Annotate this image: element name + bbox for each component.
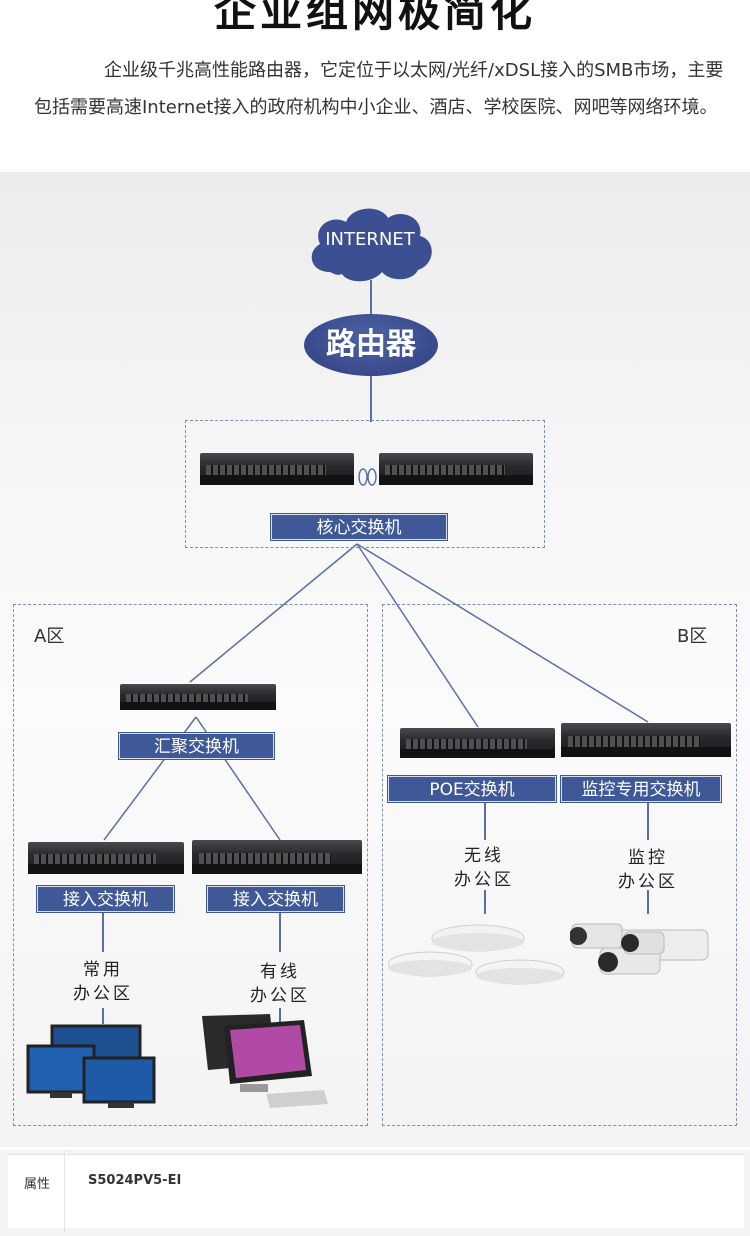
internet-cloud-icon bbox=[311, 208, 432, 282]
zone-a bbox=[13, 604, 368, 1126]
surveillance-camera-icon bbox=[570, 923, 709, 975]
monitor-office-caption: 监控 办公区 bbox=[618, 848, 678, 892]
desktop-monitors-icon bbox=[26, 1024, 156, 1108]
page-title: 企业组网极简化 bbox=[213, 0, 536, 36]
spec-table: 属性 S5024PV5-EI bbox=[0, 1150, 750, 1236]
wireless-ap-icon bbox=[388, 924, 565, 985]
core-switch-1-icon bbox=[200, 453, 354, 485]
intro-paragraph: 企业级千兆高性能路由器，它定位于以太网/光纤/xDSL接入的SMB市场，主要包括… bbox=[34, 60, 724, 118]
aggregation-switch-icon bbox=[120, 684, 276, 710]
zone-b-label: B区 bbox=[677, 626, 708, 647]
spec-row: 属性 S5024PV5-EI bbox=[8, 1154, 744, 1228]
poe-switch-icon bbox=[400, 728, 555, 758]
zone-b bbox=[382, 604, 737, 1126]
common-office-caption: 常用 办公区 bbox=[73, 960, 133, 1004]
network-diagram: INTERNET 路由器 核心交换机 A区 B区 汇聚交换机 接入交换机 接入交… bbox=[0, 172, 750, 1147]
core-switch-zone bbox=[185, 420, 545, 548]
monitor-switch-label: 监控专用交换机 bbox=[561, 776, 721, 802]
spec-key: 属性 bbox=[24, 1177, 51, 1192]
internet-label: INTERNET bbox=[325, 229, 415, 250]
spec-value: S5024PV5-EI bbox=[88, 1173, 182, 1188]
core-switch-label: 核心交换机 bbox=[271, 514, 447, 540]
monitor-switch-icon bbox=[561, 723, 731, 757]
spec-divider bbox=[64, 1150, 65, 1232]
wired-office-caption: 有线 办公区 bbox=[250, 962, 310, 1006]
aggregation-switch-label: 汇聚交换机 bbox=[119, 733, 274, 759]
zone-a-label: A区 bbox=[34, 626, 65, 647]
access-switch-2-label: 接入交换机 bbox=[207, 886, 344, 912]
access-switch-1-icon bbox=[28, 842, 184, 874]
access-switch-1-label: 接入交换机 bbox=[37, 886, 174, 912]
wireless-office-caption: 无线 办公区 bbox=[454, 846, 514, 890]
desktop-computer-icon bbox=[202, 1014, 328, 1108]
access-switch-2-icon bbox=[192, 840, 362, 874]
core-switch-2-icon bbox=[379, 453, 533, 485]
poe-switch-label: POE交换机 bbox=[388, 776, 556, 802]
router-node: 路由器 bbox=[304, 314, 438, 376]
